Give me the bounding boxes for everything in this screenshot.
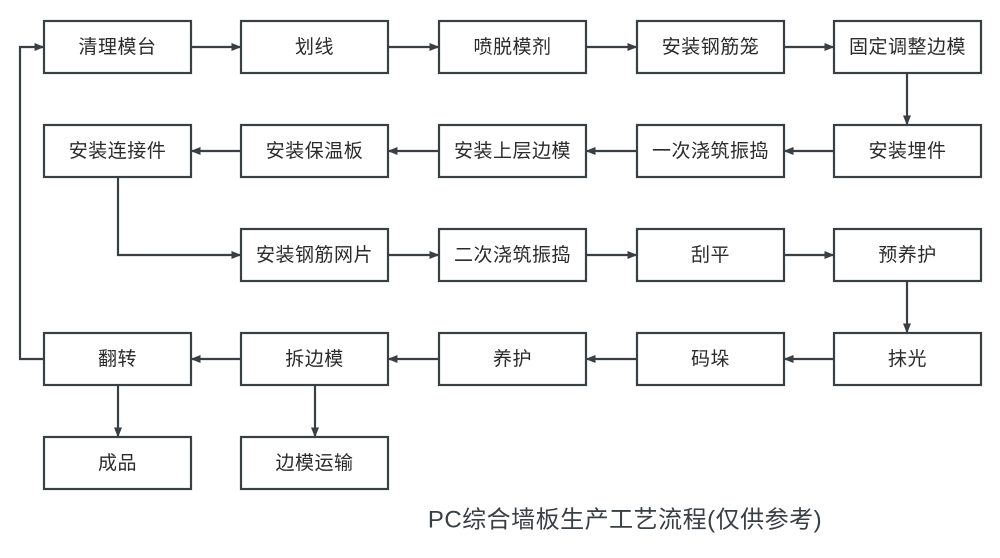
node-box bbox=[832, 227, 983, 283]
process-node-n19[interactable]: 翻转 bbox=[42, 331, 193, 387]
node-box bbox=[239, 19, 390, 75]
process-node-n5[interactable]: 固定调整边模 bbox=[832, 19, 983, 75]
diagram-caption: PC综合墙板生产工艺流程(仅供参考) bbox=[428, 506, 822, 533]
node-box bbox=[42, 123, 193, 179]
process-node-n21[interactable]: 边模运输 bbox=[239, 435, 390, 491]
node-box bbox=[437, 227, 588, 283]
node-box bbox=[832, 19, 983, 75]
process-node-n14[interactable]: 预养护 bbox=[832, 227, 983, 283]
node-label: 一次浇筑振捣 bbox=[652, 140, 769, 162]
node-label: 安装钢筋笼 bbox=[662, 36, 760, 58]
process-node-n2[interactable]: 划线 bbox=[239, 19, 390, 75]
node-label: 码垛 bbox=[691, 348, 730, 370]
node-box bbox=[437, 123, 588, 179]
edge-n10-to-n11 bbox=[116, 177, 242, 259]
node-label: 抹光 bbox=[888, 348, 927, 370]
node-label: 安装钢筋网片 bbox=[256, 244, 373, 266]
node-box bbox=[832, 123, 983, 179]
node-box bbox=[635, 123, 786, 179]
process-node-n6[interactable]: 安装埋件 bbox=[832, 123, 983, 179]
node-label: 安装保温板 bbox=[266, 140, 364, 162]
process-node-n9[interactable]: 安装保温板 bbox=[239, 123, 390, 179]
node-label: 固定调整边模 bbox=[849, 36, 966, 58]
node-label: 喷脱模剂 bbox=[473, 36, 551, 58]
process-node-n13[interactable]: 刮平 bbox=[635, 227, 786, 283]
node-label: 刮平 bbox=[691, 244, 730, 266]
node-box bbox=[635, 227, 786, 283]
edge-n19-to-n1 bbox=[18, 43, 45, 361]
node-box bbox=[635, 331, 786, 387]
node-label: 安装上层边模 bbox=[454, 140, 571, 162]
node-box bbox=[239, 123, 390, 179]
process-node-n7[interactable]: 一次浇筑振捣 bbox=[635, 123, 786, 179]
process-node-n15[interactable]: 抹光 bbox=[832, 331, 983, 387]
node-box bbox=[437, 331, 588, 387]
node-label: 边模运输 bbox=[275, 452, 353, 474]
node-label: 拆边模 bbox=[285, 348, 344, 370]
node-label: 二次浇筑振捣 bbox=[454, 244, 571, 266]
node-label: 预养护 bbox=[878, 244, 937, 266]
node-box bbox=[832, 331, 983, 387]
node-box bbox=[635, 19, 786, 75]
node-box bbox=[239, 435, 390, 491]
node-box bbox=[42, 19, 193, 75]
process-node-n20[interactable]: 成品 bbox=[42, 435, 193, 491]
process-node-n4[interactable]: 安装钢筋笼 bbox=[635, 19, 786, 75]
node-box bbox=[42, 435, 193, 491]
process-node-n8[interactable]: 安装上层边模 bbox=[437, 123, 588, 179]
process-node-n3[interactable]: 喷脱模剂 bbox=[437, 19, 588, 75]
process-node-n16[interactable]: 码垛 bbox=[635, 331, 786, 387]
node-label: 安装埋件 bbox=[868, 140, 946, 162]
node-box bbox=[437, 19, 588, 75]
process-node-n18[interactable]: 拆边模 bbox=[239, 331, 390, 387]
node-label: 成品 bbox=[98, 452, 137, 474]
node-box bbox=[239, 227, 390, 283]
node-label: 安装连接件 bbox=[69, 140, 167, 162]
node-box bbox=[42, 331, 193, 387]
node-label: 翻转 bbox=[98, 348, 137, 370]
node-label: 划线 bbox=[295, 36, 334, 58]
node-label: 养护 bbox=[493, 348, 532, 370]
node-label: 清理模台 bbox=[78, 36, 156, 58]
node-box bbox=[239, 331, 390, 387]
process-node-n17[interactable]: 养护 bbox=[437, 331, 588, 387]
edge-layer bbox=[18, 43, 911, 438]
process-node-n12[interactable]: 二次浇筑振捣 bbox=[437, 227, 588, 283]
process-node-n10[interactable]: 安装连接件 bbox=[42, 123, 193, 179]
process-node-n1[interactable]: 清理模台 bbox=[42, 19, 193, 75]
process-node-n11[interactable]: 安装钢筋网片 bbox=[239, 227, 390, 283]
